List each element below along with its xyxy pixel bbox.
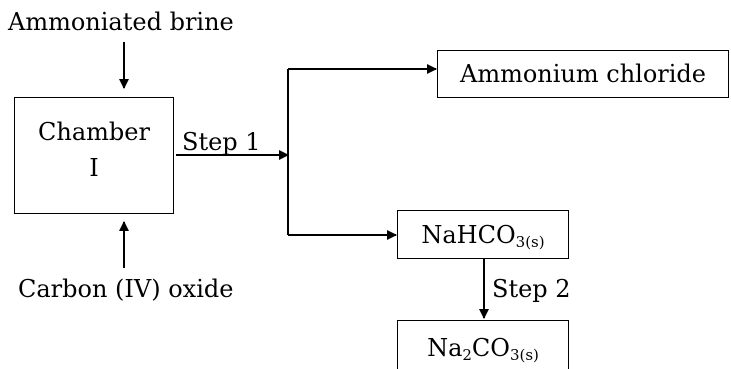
na2co3-co: CO: [471, 334, 510, 362]
na2co3-box: Na2CO3(s): [397, 320, 569, 369]
na2co3-na: Na: [427, 334, 463, 362]
na2co3-co-subscript: 3(s): [509, 346, 539, 364]
na2co3-label: Na2CO3(s): [398, 334, 568, 363]
nahco3-label: NaHCO3(s): [398, 221, 568, 250]
chamber-box: Chamber I: [14, 97, 174, 214]
chamber-label-line1: Chamber: [38, 118, 150, 146]
nahco3-box: NaHCO3(s): [397, 210, 569, 259]
chamber-label-line2: I: [89, 154, 99, 182]
step2-label: Step 2: [492, 275, 571, 303]
nahco3-subscript: 3(s): [515, 233, 545, 251]
input-carbon-iv-oxide-label: Carbon (IV) oxide: [18, 275, 234, 303]
ammonium-chloride-label: Ammonium chloride: [459, 60, 706, 88]
input-ammoniated-brine-label: Ammoniated brine: [8, 8, 234, 36]
ammonium-chloride-box: Ammonium chloride: [437, 50, 729, 98]
step1-label: Step 1: [182, 128, 261, 156]
nahco3-base: NaHCO: [421, 221, 516, 249]
na2co3-na-subscript: 2: [462, 346, 472, 364]
